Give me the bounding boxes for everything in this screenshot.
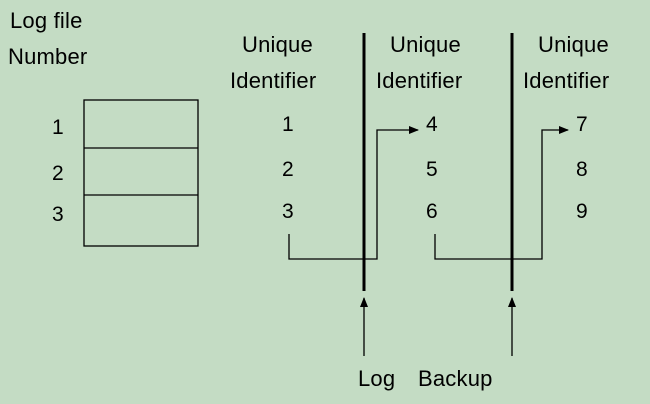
column-3-header-line2: Identifier [523, 68, 610, 93]
column-2-id-6: 6 [426, 200, 438, 223]
column-2-id-4: 4 [426, 113, 438, 136]
column-3-id-8: 8 [576, 158, 588, 181]
column-2-id-5: 5 [426, 158, 438, 181]
log-file-number-1: 1 [52, 116, 64, 139]
column-1-id-1: 1 [282, 113, 294, 136]
column-1-header-line2: Identifier [230, 68, 317, 93]
log-file-number-2: 2 [52, 162, 64, 185]
log-file-table [83, 99, 199, 247]
log-file-title-line1: Log file [10, 8, 83, 33]
column-3-id-7: 7 [576, 113, 588, 136]
column-3-id-9: 9 [576, 200, 588, 223]
column-2-header-line1: Unique [390, 32, 461, 57]
column-1-id-3: 3 [282, 200, 294, 223]
column-2-header-line2: Identifier [376, 68, 463, 93]
backup-label: Backup [418, 366, 493, 391]
column-1-header-line1: Unique [242, 32, 313, 57]
connector-6-to-7 [434, 126, 569, 260]
log-label: Log [358, 366, 396, 391]
column-3-header-line1: Unique [538, 32, 609, 57]
connector-3-to-4 [288, 126, 419, 260]
log-file-title-line2: Number [8, 44, 88, 69]
log-file-number-3: 3 [52, 203, 64, 226]
column-1-id-2: 2 [282, 158, 294, 181]
